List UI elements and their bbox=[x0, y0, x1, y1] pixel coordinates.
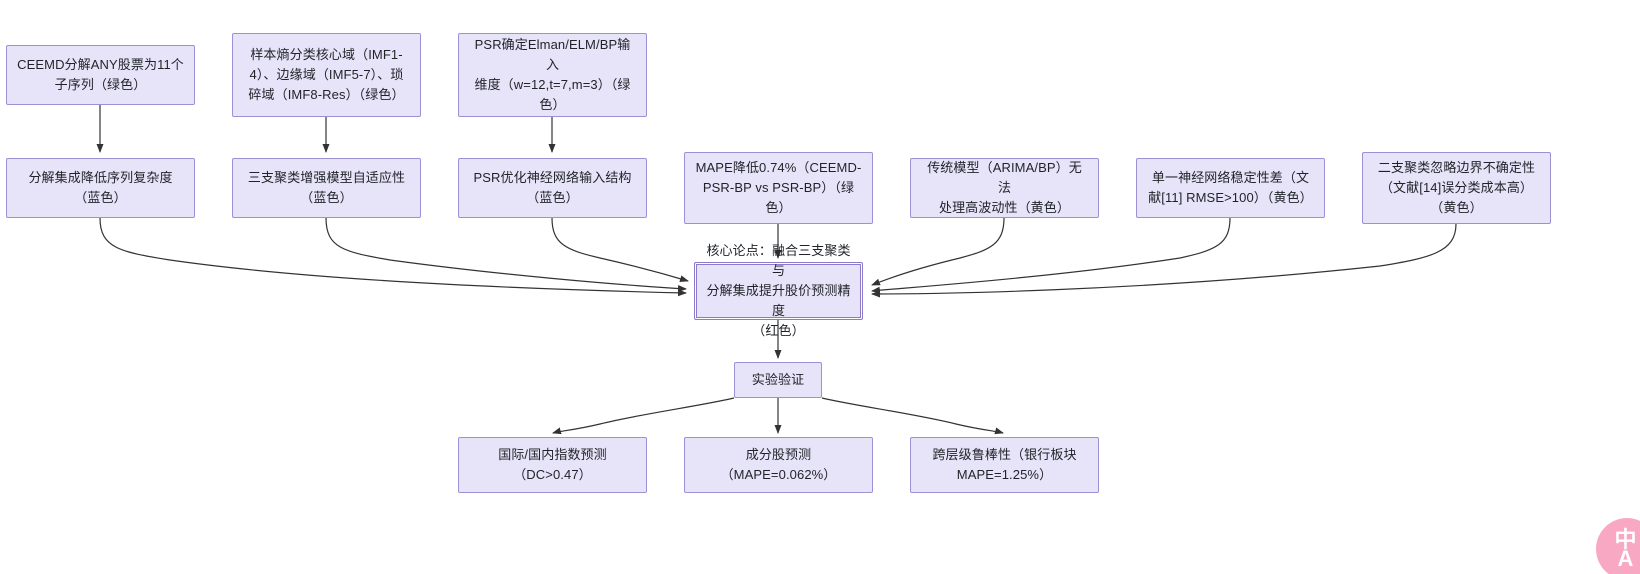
node-label: 传统模型（ARIMA/BP）无法 处理高波动性（黄色） bbox=[927, 160, 1082, 215]
node-opposition-single-neural-network[interactable]: 单一神经网络稳定性差（文 献[11] RMSE>100）（黄色） bbox=[1136, 158, 1325, 218]
node-label: 核心论点：融合三支聚类与 分解集成提升股价预测精度 （红色） bbox=[706, 243, 851, 338]
edge-adaptive-to-core bbox=[325, 217, 687, 293]
node-label: MAPE降低0.74%（CEEMD- PSR-BP vs PSR-BP）（绿 色… bbox=[695, 160, 862, 215]
edge-traditional-to-core bbox=[871, 217, 1005, 286]
node-evidence-ceemd[interactable]: CEEMD分解ANY股票为11个 子序列（绿色） bbox=[6, 45, 195, 105]
watermark-line-1: 中 bbox=[1614, 527, 1636, 552]
node-opposition-traditional-model[interactable]: 传统模型（ARIMA/BP）无法 处理高波动性（黄色） bbox=[910, 158, 1099, 218]
edge-validation-to-robust bbox=[821, 397, 1004, 435]
node-result-cross-level-robustness[interactable]: 跨层级鲁棒性（银行板块 MAPE=1.25%） bbox=[910, 437, 1099, 493]
node-result-index-forecast[interactable]: 国际/国内指数预测 （DC>0.47） bbox=[458, 437, 647, 493]
node-opposition-two-way-clustering[interactable]: 二支聚类忽略边界不确定性 （文献[14]误分类成本高） （黄色） bbox=[1362, 152, 1551, 224]
edge-complexity-to-core bbox=[99, 217, 687, 297]
watermark-text: 中 A bbox=[1614, 527, 1636, 571]
node-label: 实验验证 bbox=[751, 372, 805, 387]
node-core-claim[interactable]: 核心论点：融合三支聚类与 分解集成提升股价预测精度 （红色） bbox=[694, 243, 863, 338]
node-label: 样本熵分类核心域（IMF1- 4）、边缘域（IMF5-7）、琐 碎域（IMF8-… bbox=[248, 47, 405, 102]
watermark-line-2: A bbox=[1617, 546, 1634, 571]
edge-group-validation-to-results bbox=[552, 397, 1004, 435]
node-label: 跨层级鲁棒性（银行板块 MAPE=1.25%） bbox=[932, 447, 1077, 482]
node-support-mape-reduction[interactable]: MAPE降低0.74%（CEEMD- PSR-BP vs PSR-BP）（绿 色… bbox=[684, 152, 873, 224]
node-experiment-validation[interactable]: 实验验证 bbox=[734, 362, 822, 398]
node-label: 分解集成降低序列复杂度 （蓝色） bbox=[28, 170, 173, 205]
edge-twoway-to-core bbox=[871, 223, 1457, 298]
edge-validation-to-index bbox=[552, 397, 735, 435]
node-label: CEEMD分解ANY股票为11个 子序列（绿色） bbox=[17, 57, 184, 92]
node-label: 成分股预测 （MAPE=0.062%） bbox=[720, 447, 837, 482]
edge-singlenn-to-core bbox=[871, 217, 1231, 294]
node-label: 单一神经网络稳定性差（文 献[11] RMSE>100）（黄色） bbox=[1148, 170, 1313, 205]
node-support-psr-structure[interactable]: PSR优化神经网络输入结构 （蓝色） bbox=[458, 158, 647, 218]
node-label: 三支聚类增强模型自适应性 （蓝色） bbox=[247, 170, 406, 205]
node-support-adaptive[interactable]: 三支聚类增强模型自适应性 （蓝色） bbox=[232, 158, 421, 218]
edge-psrstruct-to-core bbox=[551, 217, 689, 283]
node-label: 二支聚类忽略边界不确定性 （文献[14]误分类成本高） （黄色） bbox=[1377, 160, 1536, 215]
node-label: 国际/国内指数预测 （DC>0.47） bbox=[498, 447, 607, 482]
watermark-badge: 中 A bbox=[1596, 518, 1640, 574]
node-evidence-psr-dimension[interactable]: PSR确定Elman/ELM/BP输入 维度（w=12,t=7,m=3）（绿 色… bbox=[458, 33, 647, 117]
node-label: PSR确定Elman/ELM/BP输入 维度（w=12,t=7,m=3）（绿 色… bbox=[474, 37, 631, 112]
node-result-constituent-stock-forecast[interactable]: 成分股预测 （MAPE=0.062%） bbox=[684, 437, 873, 493]
node-evidence-sample-entropy[interactable]: 样本熵分类核心域（IMF1- 4）、边缘域（IMF5-7）、琐 碎域（IMF8-… bbox=[232, 33, 421, 117]
node-support-complexity[interactable]: 分解集成降低序列复杂度 （蓝色） bbox=[6, 158, 195, 218]
node-label: PSR优化神经网络输入结构 （蓝色） bbox=[473, 170, 632, 205]
